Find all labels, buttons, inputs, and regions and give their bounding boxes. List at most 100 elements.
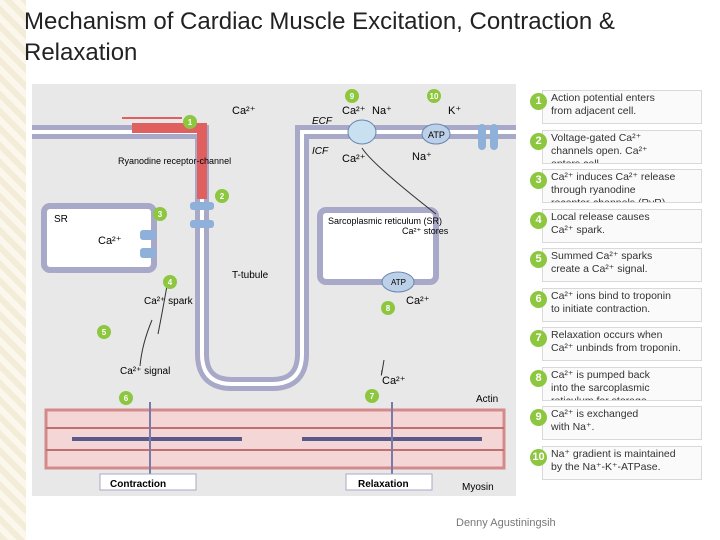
atp-sr-label: ATP <box>391 278 406 287</box>
legend-line: enters cell. <box>551 157 602 164</box>
step-badge-number: 2 <box>220 192 225 201</box>
step-badge-2 <box>215 189 229 203</box>
signal-arrow <box>139 319 153 367</box>
step-badge-4 <box>163 275 177 289</box>
legend-line: Ca²⁺ induces Ca²⁺ release <box>551 171 676 183</box>
ecf-label: ECF <box>312 116 333 127</box>
step-badge-number: 7 <box>370 392 375 401</box>
legend-line: with Na⁺. <box>551 421 595 433</box>
legend-line: by the Na⁺-K⁺-ATPase. <box>551 460 661 473</box>
step-badge-number: 4 <box>168 278 173 287</box>
step-badge-1 <box>183 115 197 129</box>
k-channel-2 <box>490 124 498 150</box>
actin-label: Actin <box>476 394 498 405</box>
step-badge-number: 1 <box>188 118 193 127</box>
spark-label: Ca²⁺ spark <box>144 296 194 307</box>
ryanodine-channel-2 <box>140 248 156 258</box>
legend-line: through ryanodine <box>551 184 636 196</box>
sr-right <box>317 207 439 285</box>
sr-left-label: SR <box>54 214 68 225</box>
exchange-arrow <box>361 147 437 215</box>
k-channel <box>478 124 486 150</box>
legend-step-number: 4 <box>530 211 547 229</box>
legend-item-2: Voltage-gated Ca²⁺channels open. Ca²⁺ent… <box>528 129 718 166</box>
legend-line: create a Ca²⁺ signal. <box>551 263 648 275</box>
myosin-label: Myosin <box>462 482 494 493</box>
legend-line: Ca²⁺ is exchanged <box>551 408 639 420</box>
depolarized-membrane <box>132 123 207 199</box>
legend-line: Relaxation occurs when <box>551 329 663 341</box>
legend-line: Local release causes <box>551 210 650 223</box>
legend-step-number: 1 <box>530 93 547 110</box>
relaxation-label-box <box>345 473 433 491</box>
legend-line: to initiate contraction. <box>551 302 651 315</box>
legend-step-number: 10 <box>530 448 547 466</box>
sr-atpase <box>381 271 415 293</box>
legend-step-number: 8 <box>530 369 547 387</box>
step-badge-8 <box>381 301 395 315</box>
step-badge-10 <box>427 89 441 103</box>
decorative-border <box>0 0 26 540</box>
legend-line: reticulum for storage. <box>551 394 650 401</box>
legend-line: Voltage-gated Ca²⁺ <box>551 131 642 144</box>
voltage-gated-channel <box>190 202 214 210</box>
legend-line: Ca²⁺ unbinds from troponin. <box>551 342 681 354</box>
icf-label: ICF <box>312 146 329 157</box>
legend-line: channels open. Ca²⁺ <box>551 144 648 157</box>
legend-line: Ca²⁺ ions bind to troponin <box>551 289 671 302</box>
legend-line: Ca²⁺ is pumped back <box>551 368 650 381</box>
legend-line: into the sarcoplasmic <box>551 381 650 394</box>
ca-icf-label: Ca²⁺ <box>342 153 366 165</box>
page-title: Mechanism of Cardiac Muscle Excitation, … <box>24 8 615 66</box>
contraction-label-box <box>99 473 197 491</box>
legend-step-number: 3 <box>530 172 547 189</box>
legend-line: from adjacent cell. <box>551 105 637 117</box>
step-badge-number: 5 <box>102 328 107 337</box>
step-badge-9 <box>345 89 359 103</box>
cell-membrane-core <box>32 130 516 386</box>
na-ecf-label: Na⁺ <box>372 105 392 117</box>
legend-text: Voltage-gated Ca²⁺channels open. Ca²⁺ent… <box>542 129 702 164</box>
step-badge-3 <box>153 207 167 221</box>
contraction-label: Contraction <box>110 479 166 490</box>
step-badge-number: 6 <box>124 394 129 403</box>
author-credit: Denny Agustiningsih <box>456 517 556 529</box>
na-k-atpase <box>421 123 451 145</box>
legend-line: receptor-channels (RyR). <box>551 197 669 203</box>
k-label: K⁺ <box>448 105 461 117</box>
ryanodine-channel <box>140 230 156 240</box>
legend-line: Ca²⁺ spark. <box>551 223 605 236</box>
legend-line: Na⁺ gradient is maintained <box>551 447 676 460</box>
na-ca-exchanger <box>347 119 377 145</box>
signal-label: Ca²⁺ signal <box>120 366 170 377</box>
pump-arrow <box>380 359 385 376</box>
legend-step-number: 9 <box>530 409 547 426</box>
ca-sr-left-label: Ca²⁺ <box>98 235 122 247</box>
t-tubule-label: T-tubule <box>232 270 269 281</box>
na-icf-label: Na⁺ <box>412 151 432 163</box>
ca-back-label: Ca²⁺ <box>406 295 430 307</box>
ca-unbind-label: Ca²⁺ <box>382 375 406 387</box>
legend-step-number: 5 <box>530 251 547 268</box>
step-badge-number: 9 <box>350 92 355 101</box>
ca-ecf-label: Ca²⁺ <box>342 105 366 117</box>
step-badge-number: 8 <box>386 304 391 313</box>
step-badge-number: 3 <box>158 210 163 219</box>
